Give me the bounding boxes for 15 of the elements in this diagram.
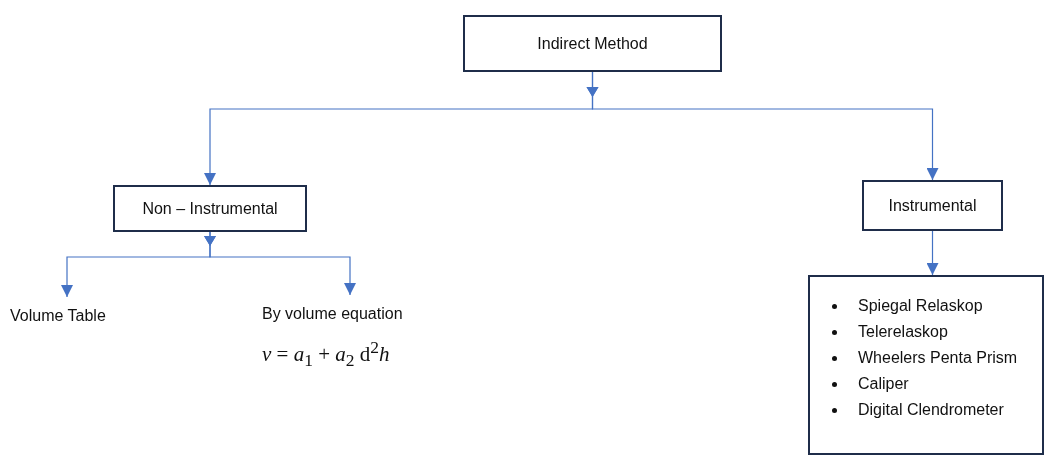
leaf-label: Volume Table <box>10 307 107 325</box>
list-item: Spiegal Relaskop <box>858 296 983 316</box>
node-label: Non – Instrumental <box>142 199 278 218</box>
process-box <box>862 180 1003 231</box>
list-item: Digital Clendrometer <box>858 400 1004 420</box>
list-item: Wheelers Penta Prism <box>858 348 1018 368</box>
leaf-label: By volume equation <box>262 305 404 323</box>
node-label: Instrumental <box>888 196 977 215</box>
process-box <box>113 185 307 232</box>
process-box <box>463 15 722 72</box>
list-item: Caliper <box>858 374 909 394</box>
node-label: Indirect Method <box>537 34 648 53</box>
list-box <box>808 275 1044 455</box>
equation-text: v = a$_{1}$ + a$_{2}$ d$^{2}$h <box>262 337 391 372</box>
list-item: Telerelaskop <box>858 322 948 342</box>
